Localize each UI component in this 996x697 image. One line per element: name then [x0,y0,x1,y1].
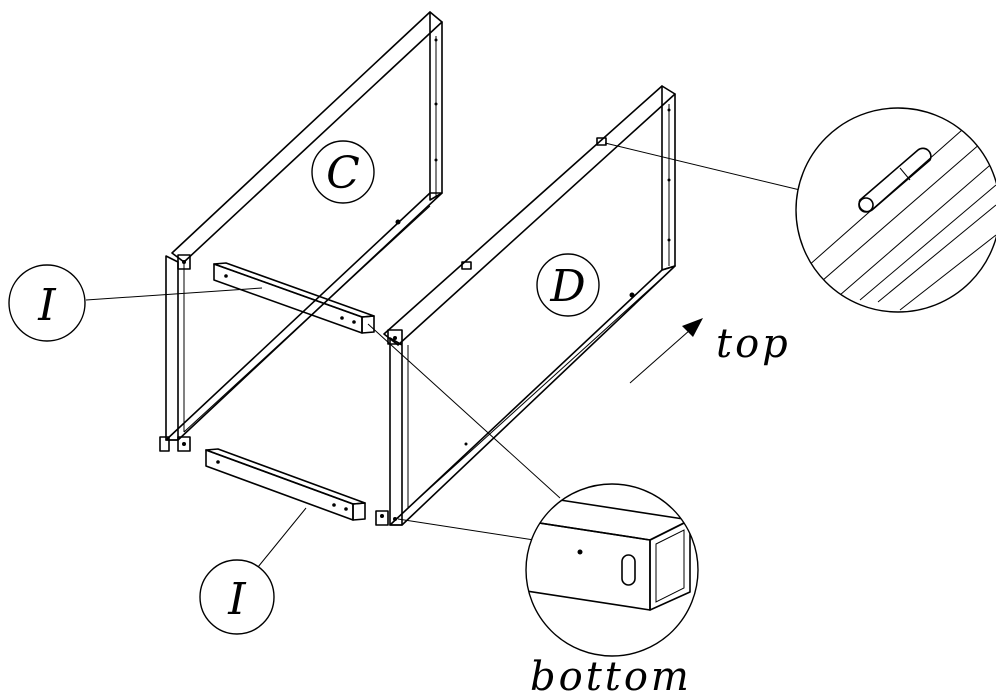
label-d: D [549,261,585,312]
beam-bottom [205,448,366,521]
top-direction-arrow [629,318,703,384]
hinge-detail-callout [604,107,996,313]
beam-top [213,262,375,334]
label-d-bubble: D [536,253,600,317]
label-i-top-bubble: I [8,264,263,342]
frame-c [159,11,443,452]
bottom-label: bottom [530,654,692,697]
frame-d [375,85,676,526]
label-i-bottom-bubble: I [199,507,307,635]
label-i-top: I [37,280,57,331]
tube-detail-callout [367,323,699,657]
label-i-bottom: I [227,574,247,625]
top-label: top [716,321,791,367]
label-c: C [326,148,360,199]
label-c-bubble: C [311,140,375,204]
